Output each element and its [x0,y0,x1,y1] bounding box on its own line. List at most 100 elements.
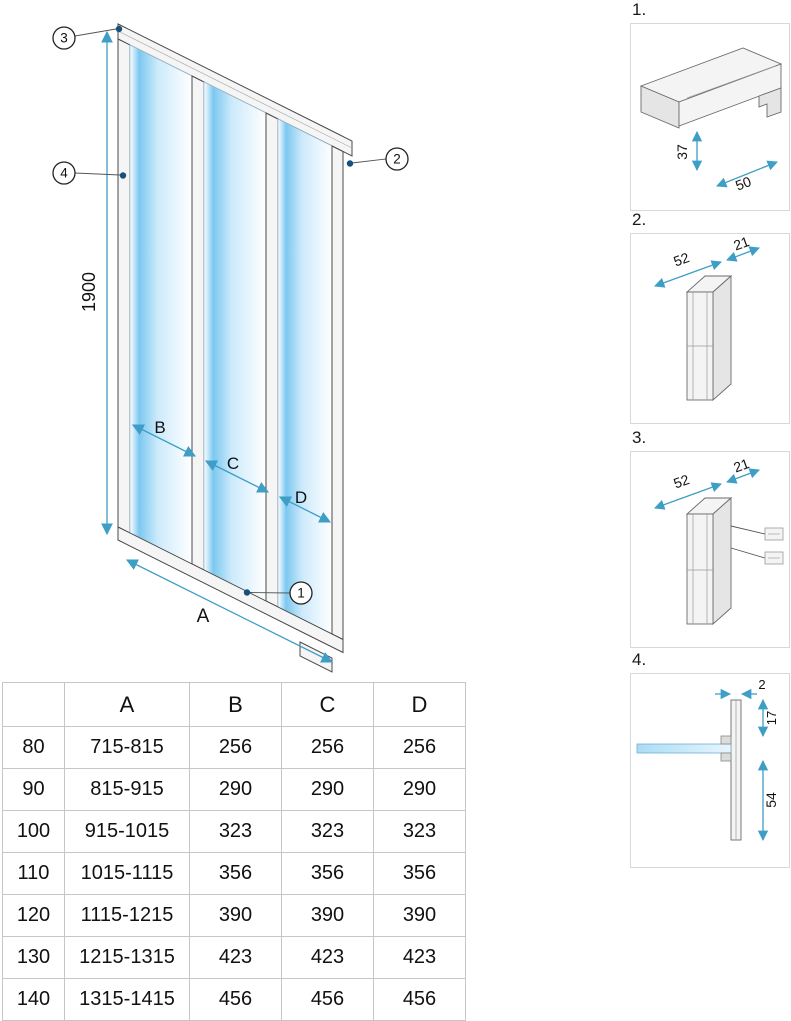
vertical-profile-with-seals [685,496,733,626]
glass-to-wall-junction [636,699,742,841]
panel-d-label: D [295,488,307,507]
table-cell: 715-815 [64,726,190,769]
table-header-cell: B [189,682,282,727]
callout-4-circle [52,161,76,185]
callout-3-leader [74,28,117,37]
table-cell: 356 [281,852,374,895]
table-cell: 323 [189,810,282,853]
table-cell: 80 [2,726,65,769]
table-header-row: A B C D [2,682,466,727]
table-row: 130 1215-1315 423 423 423 [2,936,466,979]
detail-section-1: 1. 37 50 [630,0,790,211]
bottom-guide [299,641,333,673]
shower-door-diagram: 1900 B C D A 3 4 2 1 [52,23,409,673]
seal-tag-leader [730,525,766,535]
detail-4-dim-2: 2 [758,677,765,692]
dimension-arrow-b [131,424,197,457]
top-rail [117,23,353,157]
callout-2-dot [346,160,354,167]
table-cell: 256 [373,726,466,769]
callout-3-number: 3 [60,31,68,46]
table-cell: 290 [189,768,282,811]
detail-4-label: 4. [632,650,647,669]
table-cell: 120 [2,894,65,937]
callout-2-circle [385,147,409,171]
mullion-2 [265,112,279,608]
left-stile [117,38,131,534]
callout-4-number: 4 [60,166,68,181]
callout-4-leader [74,172,121,176]
table-cell: 390 [189,894,282,937]
right-stile [331,145,344,641]
table-header-cell: D [373,682,466,727]
glass-panel-1 [129,44,193,565]
dimension-arrow-50 [716,160,778,188]
detail-2-dim-21: 21 [731,234,751,253]
table-cell: 390 [373,894,466,937]
table-cell: 256 [189,726,282,769]
callout-2-number: 2 [393,152,401,167]
height-dimension-label: 1900 [79,272,99,312]
panel-b-label: B [154,418,165,437]
table-row: 80 715-815 256 256 256 [2,726,466,769]
table-cell: 1015-1115 [64,852,190,895]
detail-4-box: 2 17 54 [630,673,790,868]
detail-3-dim-52: 52 [671,471,691,491]
detail-3-dim-21: 21 [731,455,751,475]
detail-1-label: 1. [632,0,647,19]
table-cell: 456 [189,978,282,1021]
table-header-cell: A [64,682,190,727]
top-rail-groove [117,30,353,149]
callout-1-circle [289,581,313,605]
table-cell: 290 [281,768,374,811]
table-cell: 423 [373,936,466,979]
table-cell: 423 [189,936,282,979]
table-cell: 356 [189,852,282,895]
width-dimension-label: A [197,606,210,627]
table-cell: 130 [2,936,65,979]
detail-section-2: 2. 52 21 [630,210,790,424]
table-cell: 1115-1215 [64,894,190,937]
callout-3-circle [52,26,76,50]
table-cell: 290 [373,768,466,811]
table-cell: 356 [373,852,466,895]
detail-2-box: 52 21 [630,233,790,424]
callouts: 3 4 2 1 [52,25,409,605]
dimension-arrow-c [204,460,270,493]
detail-1-drawing: 37 50 [639,47,783,194]
dimension-arrow-52 [654,260,722,288]
table-row: 100 915-1015 323 323 323 [2,810,466,853]
detail-section-3: 3. [630,428,790,648]
seal-tag-leader [730,547,766,559]
table-cell: 110 [2,852,65,895]
detail-2-label: 2. [632,210,647,229]
callout-1-number: 1 [297,586,305,601]
vertical-profile [685,274,733,402]
table-cell: 323 [373,810,466,853]
table-cell: 256 [281,726,374,769]
dimension-arrow-21 [726,468,760,484]
top-track-profile [639,47,783,129]
callout-3-dot [115,25,123,33]
table-cell: 423 [281,936,374,979]
detail-1-box: 37 50 [630,23,790,211]
clamp-lower [720,752,732,762]
dimensions: 1900 B C D A [79,30,334,663]
glass-panel-3 [277,118,333,635]
detail-3-drawing: 52 21 [654,455,784,626]
table-row: 110 1015-1115 356 356 356 [2,852,466,895]
table-cell: 390 [281,894,374,937]
dimension-arrow-21 [726,246,760,262]
table-header-cell: C [281,682,374,727]
callout-1-dot [243,589,251,596]
seal-tag [764,551,784,565]
table-cell: 915-1015 [64,810,190,853]
door-body [117,23,353,673]
table-cell: 90 [2,768,65,811]
dimension-arrow-d [278,496,332,523]
table-cell: 456 [281,978,374,1021]
callout-4-dot [119,172,127,179]
table-cell: 456 [373,978,466,1021]
detail-section-4: 4. [630,650,790,868]
